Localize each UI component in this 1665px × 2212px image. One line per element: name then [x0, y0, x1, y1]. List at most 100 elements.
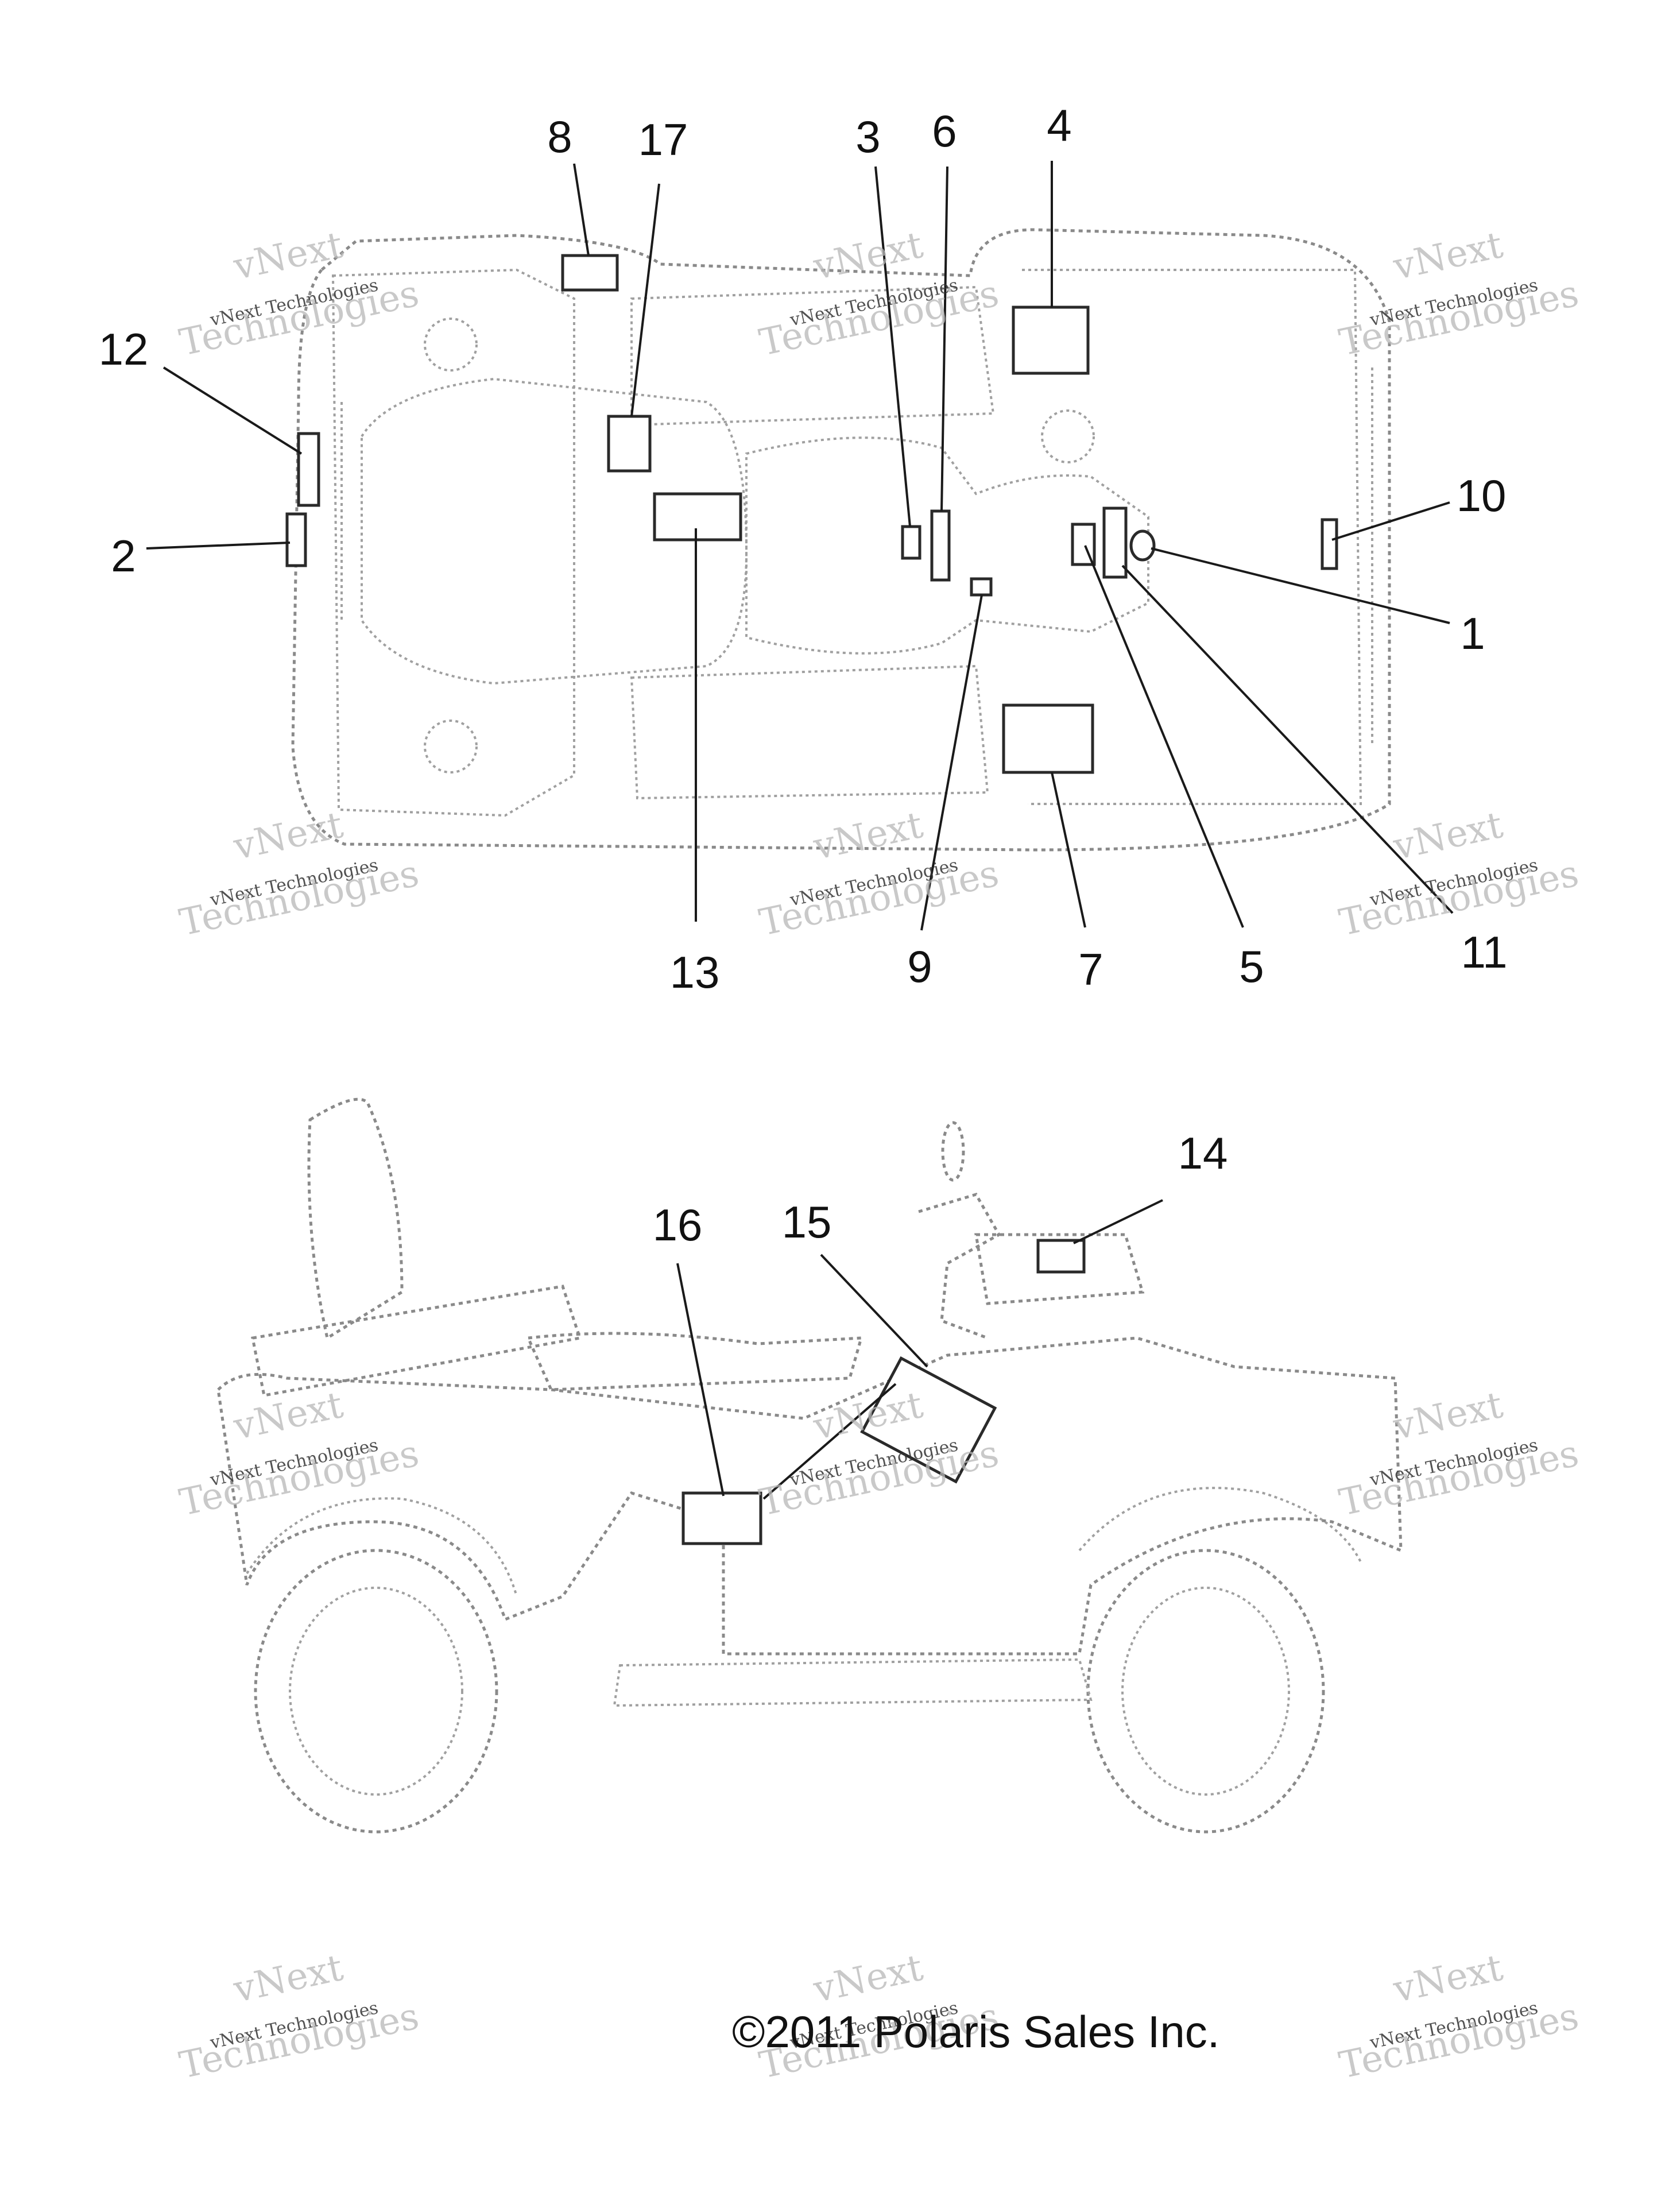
side-view-backrest	[307, 1097, 404, 1340]
top-view-left-footwell	[630, 285, 995, 427]
callout-17: 17	[638, 114, 688, 165]
decal-14	[1036, 1239, 1086, 1274]
side-view-body	[216, 1336, 1403, 1656]
callout-2: 2	[111, 531, 135, 581]
svg-text:vNext: vNext	[1389, 804, 1507, 869]
decal-17	[607, 415, 652, 473]
top-view-front-rack	[1022, 269, 1362, 805]
side-view-footrest	[613, 1658, 1093, 1707]
callout-3: 3	[855, 111, 880, 162]
leader-17	[630, 183, 660, 417]
decal-3	[901, 525, 921, 560]
side-view-seat	[526, 1332, 864, 1391]
callout-4: 4	[1047, 100, 1071, 150]
svg-text:Technologies: Technologies	[176, 1995, 423, 2087]
side-view-front-fender	[1078, 1487, 1362, 1563]
leader-5	[1084, 545, 1244, 928]
callout-15: 15	[782, 1197, 832, 1247]
leader-10	[1331, 501, 1450, 541]
svg-text:Technologies: Technologies	[176, 272, 423, 364]
top-view-rear-rack	[331, 268, 575, 817]
leader-7	[1051, 772, 1086, 928]
callout-16: 16	[653, 1200, 703, 1250]
decal-10	[1321, 518, 1338, 570]
callout-10: 10	[1457, 470, 1507, 521]
watermark-bottom-left: vNext vNext Technologies Technologies	[176, 1947, 423, 2087]
leader-15	[820, 1254, 928, 1368]
top-view-front-hub	[1041, 409, 1095, 463]
svg-text:vNext: vNext	[810, 804, 927, 869]
leader-15b	[762, 1383, 897, 1500]
decal-6	[930, 509, 951, 582]
svg-text:Technologies: Technologies	[756, 272, 1002, 364]
watermark-lower-left: vNext vNext Technologies Technologies	[176, 1384, 423, 1525]
side-view-front-wheel	[1086, 1549, 1325, 1834]
leader-14	[1073, 1199, 1163, 1244]
svg-text:vNext: vNext	[1389, 1384, 1507, 1449]
svg-text:Technologies: Technologies	[176, 1432, 423, 1524]
callout-7: 7	[1078, 944, 1103, 995]
decal-9	[970, 577, 993, 597]
svg-text:vNext: vNext	[230, 1947, 347, 2012]
svg-text:vNext: vNext	[230, 224, 347, 289]
leader-3	[874, 166, 911, 527]
svg-text:Technologies: Technologies	[1335, 272, 1582, 364]
callout-8: 8	[547, 111, 572, 162]
top-view-rear-hub-upper	[424, 318, 478, 372]
callout-1: 1	[1460, 608, 1485, 659]
callout-13: 13	[670, 947, 720, 997]
decal-2	[285, 512, 307, 567]
decal-1	[1129, 529, 1156, 562]
watermark-mid-right: vNext vNext Technologies Technologies	[1335, 804, 1582, 945]
decal-5	[1071, 523, 1096, 566]
svg-text:Technologies: Technologies	[1335, 1432, 1582, 1524]
decal-13	[653, 492, 742, 542]
side-view-pod	[974, 1233, 1145, 1305]
side-view-rear-rack	[251, 1285, 582, 1397]
watermark-mid-center: vNext vNext Technologies Technologies	[756, 804, 1002, 945]
callout-11: 11	[1461, 927, 1508, 977]
svg-text:Technologies: Technologies	[1335, 1995, 1582, 2087]
leader-11	[1121, 564, 1454, 914]
decal-7	[1002, 703, 1094, 774]
side-view: 14 15 16	[216, 1097, 1403, 1834]
decal-11	[1102, 506, 1128, 579]
svg-text:vNext: vNext	[1389, 224, 1507, 289]
svg-text:vNext: vNext	[230, 1384, 347, 1449]
svg-text:vNext: vNext	[1389, 1947, 1507, 2012]
callout-5: 5	[1239, 941, 1264, 992]
watermark-top-right: vNext vNext Technologies Technologies	[1335, 224, 1582, 365]
top-view-right-footwell	[630, 664, 989, 800]
svg-text:Technologies: Technologies	[756, 1432, 1002, 1524]
top-view-rear-hub-lower	[424, 720, 478, 774]
top-view-body-outline	[291, 228, 1391, 852]
side-view-rear-wheel-inner	[289, 1587, 463, 1796]
svg-text:vNext: vNext	[230, 804, 347, 869]
top-view-seat	[361, 377, 748, 685]
copyright-notice: ©2011 Polaris Sales Inc.	[732, 2006, 1219, 2057]
side-view-rear-fender	[246, 1497, 518, 1597]
leader-2	[146, 542, 291, 550]
svg-text:vNext: vNext	[810, 1947, 927, 2012]
callout-14: 14	[1178, 1128, 1228, 1178]
svg-text:Technologies: Technologies	[1335, 852, 1582, 944]
leader-16	[676, 1263, 725, 1496]
leader-9	[920, 594, 983, 931]
leader-8	[573, 163, 590, 256]
watermark-lower-right: vNext vNext Technologies Technologies	[1335, 1384, 1582, 1525]
leader-6	[940, 166, 948, 512]
decal-4	[1012, 305, 1090, 375]
watermark-top-left: vNext vNext Technologies Technologies	[176, 224, 423, 365]
leader-1	[1151, 547, 1450, 624]
watermark-mid-left: vNext vNext Technologies Technologies	[176, 804, 423, 945]
leader-12	[162, 366, 303, 455]
watermark-top-center: vNext vNext Technologies Technologies	[756, 224, 1002, 365]
decal-16	[682, 1491, 762, 1545]
side-view-handlebar	[918, 1193, 1001, 1340]
decal-8	[561, 254, 619, 292]
side-view-front-wheel-inner	[1121, 1587, 1290, 1796]
svg-text:vNext: vNext	[810, 224, 927, 289]
callout-9: 9	[907, 941, 932, 992]
side-view-rear-wheel	[254, 1549, 498, 1834]
